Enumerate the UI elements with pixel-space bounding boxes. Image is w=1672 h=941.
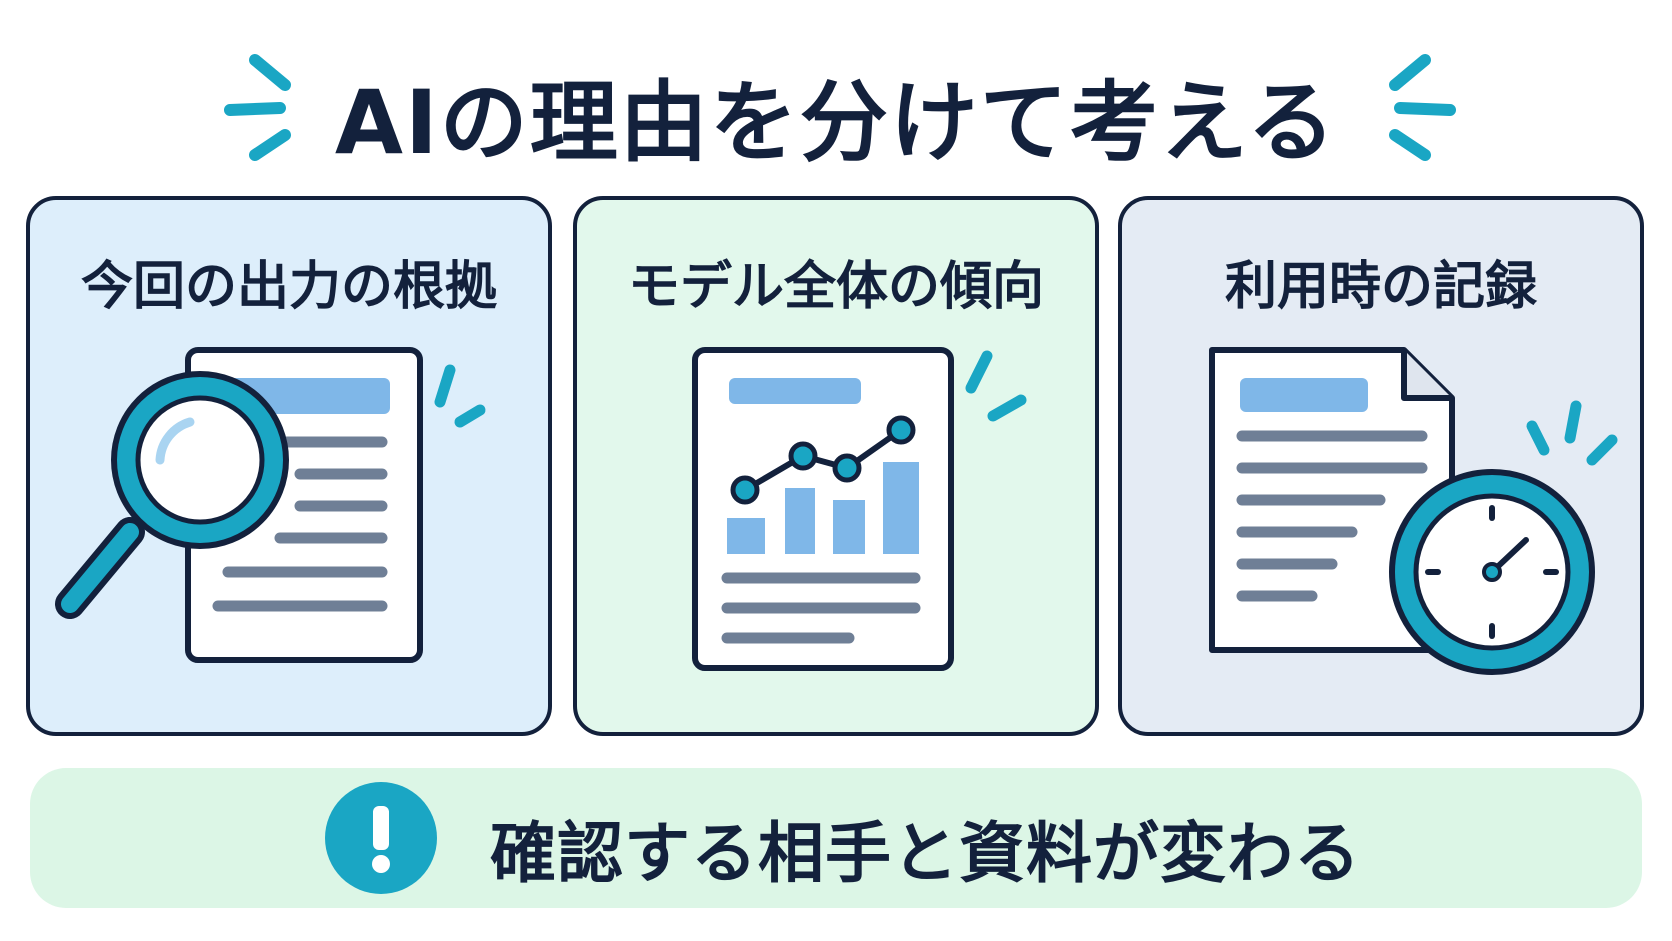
bottom-banner: 確認する相手と資料が変わる xyxy=(30,768,1642,908)
sparkle-left-icon xyxy=(224,54,291,161)
card-model-trend: モデル全体の傾向 xyxy=(573,196,1099,736)
sparkle-icon xyxy=(965,350,1027,422)
card-output-basis: 今回の出力の根拠 xyxy=(26,196,552,736)
magnifier-icon xyxy=(55,371,289,619)
banner-text: 確認する相手と資料が変わる xyxy=(490,815,1361,892)
page-title: AIの理由を分けて考える xyxy=(334,71,1338,174)
magnifier-document-icon xyxy=(55,347,486,663)
sparkle-icon xyxy=(434,364,486,428)
exclamation-icon xyxy=(325,782,437,894)
clock-icon xyxy=(1389,469,1595,675)
card-title: モデル全体の傾向 xyxy=(627,257,1044,317)
sparkle-right-icon xyxy=(1389,54,1456,161)
bar-chart xyxy=(727,462,919,554)
card-title: 今回の出力の根拠 xyxy=(80,257,497,317)
sparkle-icon xyxy=(1526,400,1618,466)
card-usage-log: 利用時の記録 xyxy=(1118,196,1644,736)
card-title: 利用時の記録 xyxy=(1224,257,1537,317)
chart-document-icon xyxy=(692,347,1027,671)
clock-document-icon xyxy=(1209,347,1618,675)
title-area: AIの理由を分けて考える xyxy=(0,30,1672,174)
